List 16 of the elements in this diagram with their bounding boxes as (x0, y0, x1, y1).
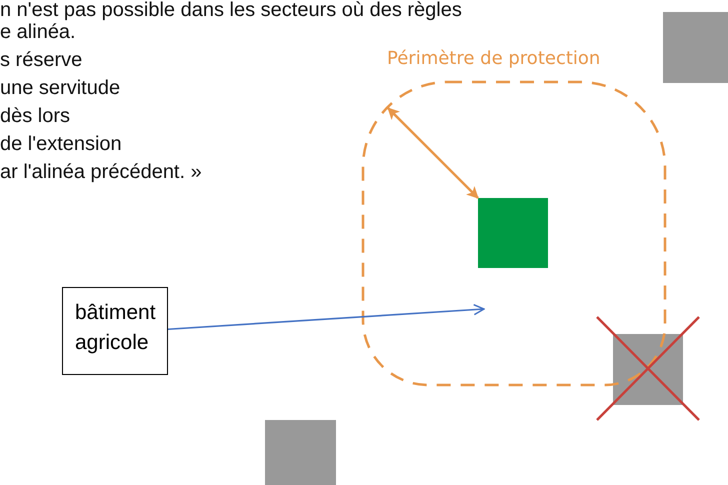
leader-arrow (168, 304, 485, 330)
text-line: une servitude (0, 76, 120, 100)
building-square (663, 12, 728, 83)
building-square (478, 198, 548, 268)
text-line: s réserve (0, 48, 82, 72)
text-line: ar l'alinéa précédent. » (0, 160, 202, 184)
text-line: dès lors (0, 104, 70, 128)
perimeter-title: Périmètre de protection (387, 48, 600, 69)
building-square (265, 420, 336, 485)
box-label: bâtiment agricole (75, 300, 155, 356)
text-line: n n'est pas possible dans les secteurs où des règles (0, 0, 462, 22)
text-box (62, 287, 168, 375)
protection-perimeter (362, 80, 666, 386)
distance-arrow (387, 107, 479, 199)
text-line: e alinéa. (0, 20, 76, 44)
text-line: de l'extension (0, 132, 122, 156)
